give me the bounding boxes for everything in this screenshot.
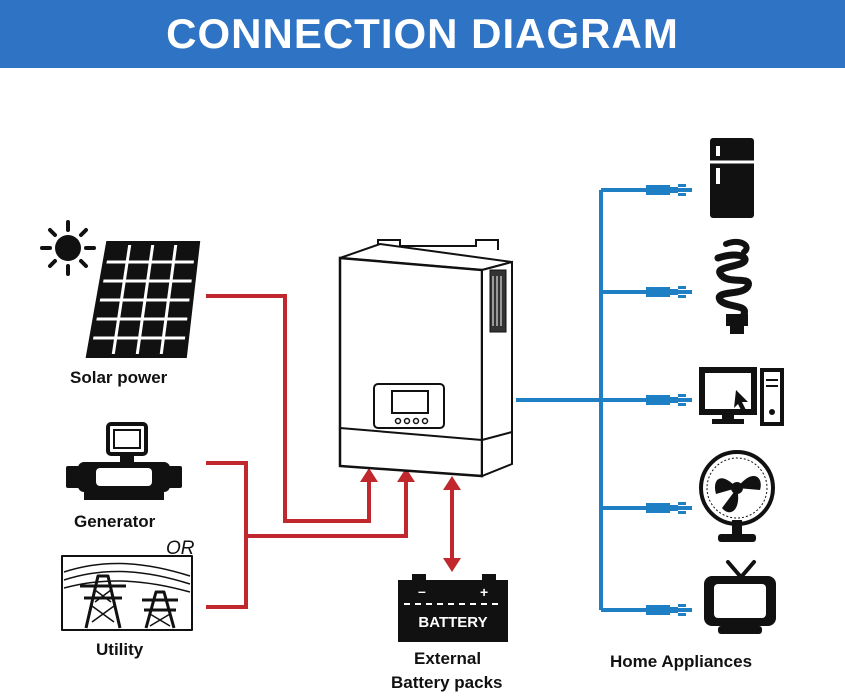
- title-banner: CONNECTION DIAGRAM: [0, 0, 845, 68]
- generator-label: Generator: [74, 512, 156, 531]
- light-bulb-icon: [714, 238, 752, 334]
- battery-text: BATTERY: [418, 614, 487, 631]
- refrigerator-icon: [710, 138, 754, 218]
- plug-icon: [646, 604, 686, 616]
- or-label: OR: [166, 538, 195, 559]
- input-wires: [206, 294, 454, 609]
- battery-arrow-up: [443, 476, 461, 490]
- plug-icon: [646, 502, 686, 514]
- home-appliances-label: Home Appliances: [610, 652, 753, 671]
- sun-icon: [40, 220, 96, 276]
- battery-icon: – + BATTERY: [398, 574, 508, 642]
- battery-arrow-down: [443, 558, 461, 572]
- grid-arrow: [397, 468, 415, 482]
- external-battery-label-line1: External: [414, 649, 482, 668]
- plug-icon: [646, 184, 686, 196]
- generator-icon: [66, 422, 182, 500]
- input-arrows: [360, 468, 461, 572]
- solar-panel-icon: [85, 241, 201, 358]
- inverter-display: [373, 383, 445, 429]
- battery-plus: +: [480, 584, 488, 600]
- solar-arrow: [360, 468, 378, 482]
- plugs: [646, 184, 686, 616]
- external-battery-label-line2: Battery packs: [391, 673, 503, 692]
- inverter-icon: [338, 239, 513, 478]
- page-title: CONNECTION DIAGRAM: [166, 10, 679, 57]
- battery-minus: –: [418, 583, 426, 599]
- computer-icon: [699, 367, 784, 426]
- utility-label: Utility: [96, 640, 144, 659]
- utility-tower-icon: [61, 555, 193, 631]
- fan-icon: [699, 450, 775, 542]
- plug-icon: [646, 394, 686, 406]
- solar-power-label: Solar power: [70, 368, 168, 387]
- television-icon: [704, 560, 776, 634]
- plug-icon: [646, 286, 686, 298]
- inverter-side-vent: [489, 269, 507, 333]
